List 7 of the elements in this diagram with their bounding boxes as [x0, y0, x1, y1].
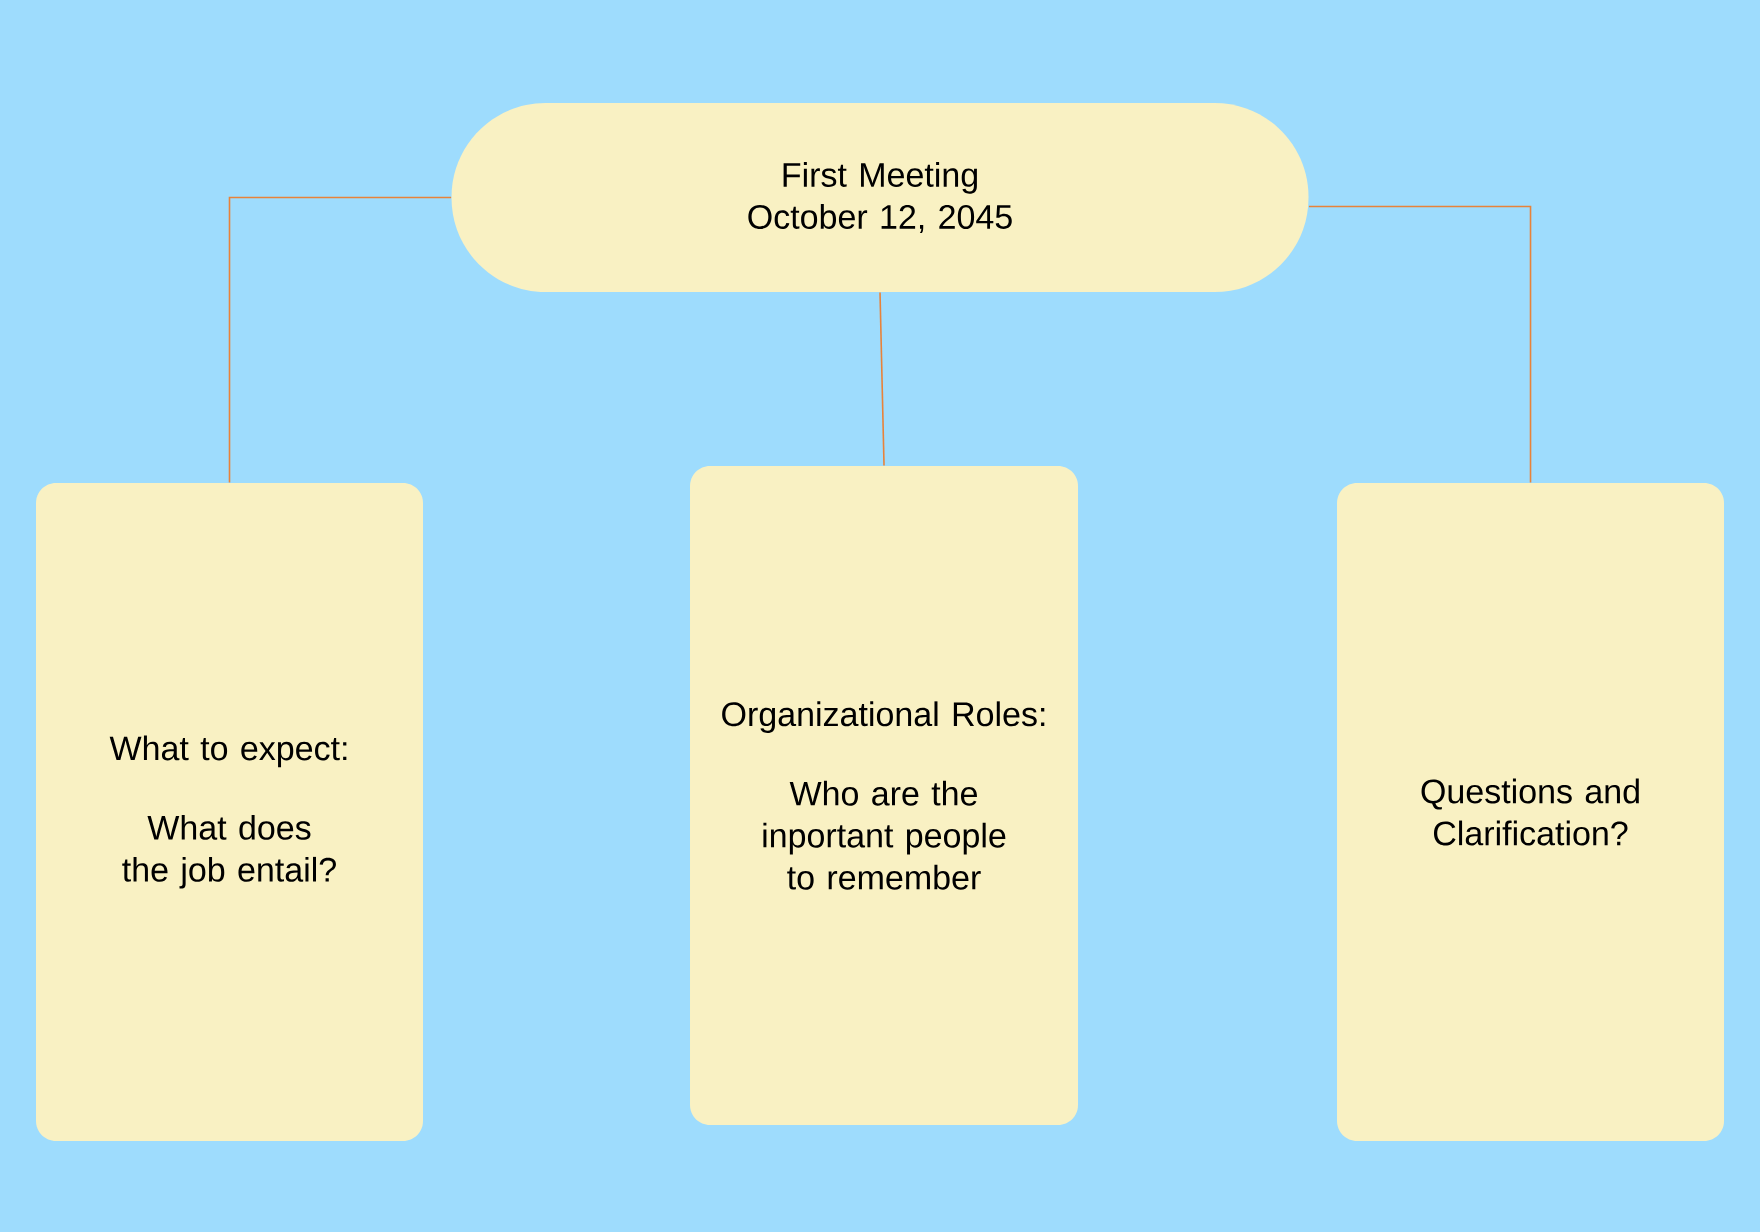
connector-line — [1308, 205, 1532, 484]
title-pill: First Meeting October 12, 2045 — [451, 103, 1309, 292]
topic-card: Questions and Clarification? — [1337, 483, 1724, 1141]
connector-line — [879, 291, 885, 467]
topic-card: What to expect: What does the job entail? — [36, 483, 423, 1141]
topic-card: Organizational Roles: Who are the inportant people to remember — [690, 466, 1078, 1125]
connector-line — [228, 196, 452, 484]
